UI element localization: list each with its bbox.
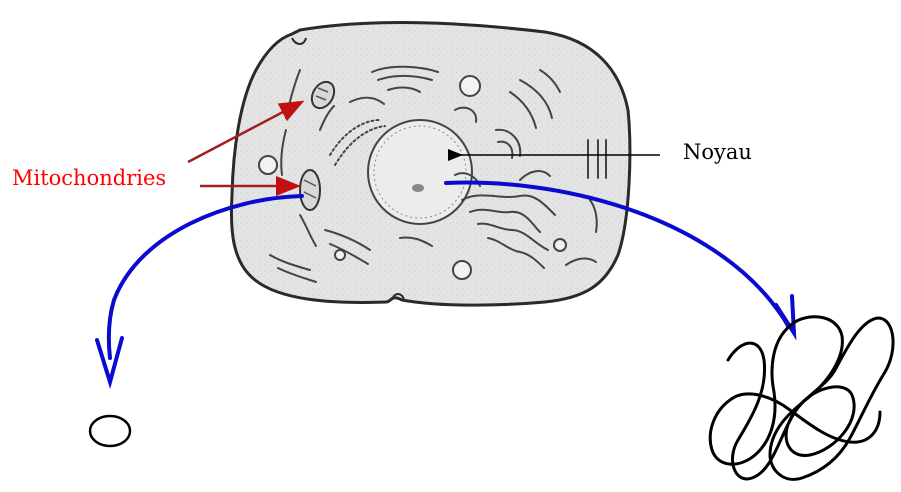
nucleus: [368, 120, 472, 224]
dna-tangle: [710, 317, 893, 480]
curved-arrow-heads: [97, 296, 794, 382]
mitochondrion-lower: [300, 170, 320, 210]
mitochondria-label: Mitochondries: [12, 168, 166, 189]
isolated-mitochondrion: [90, 416, 130, 446]
nucleus-label: Noyau: [683, 142, 752, 163]
cell: [231, 23, 629, 306]
